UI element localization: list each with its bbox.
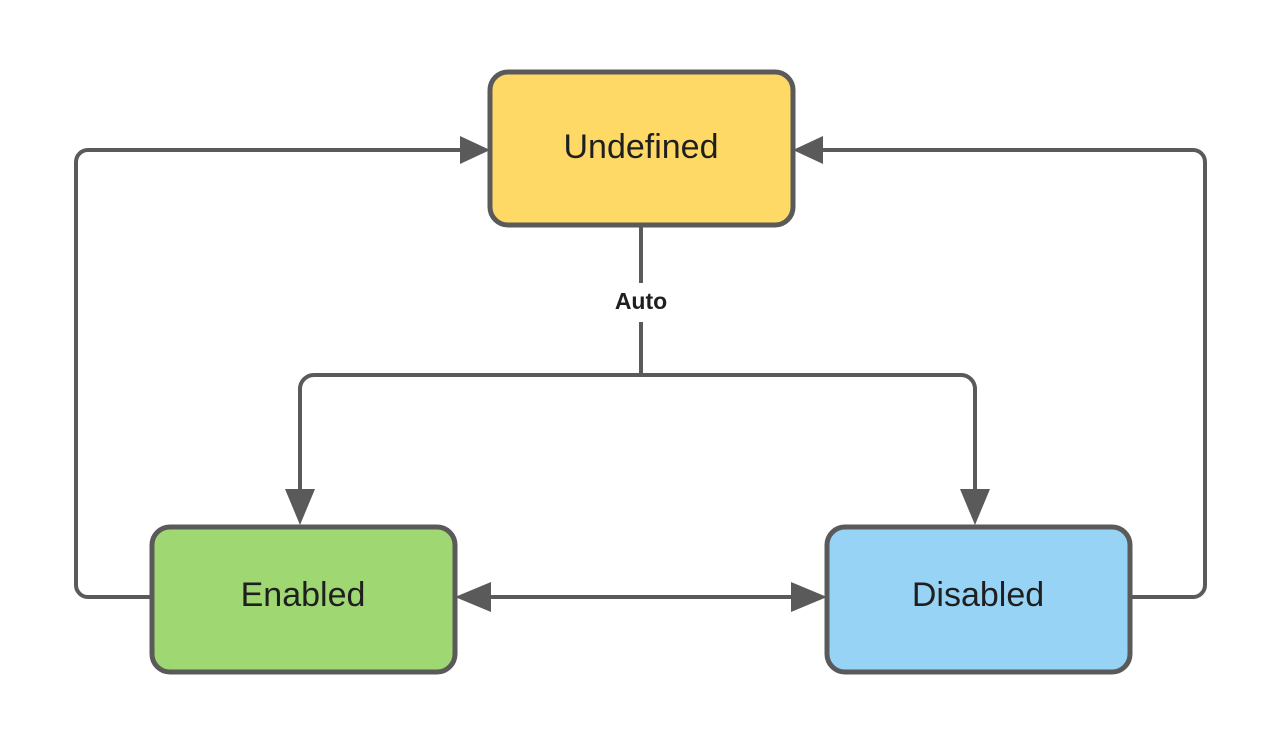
arrowhead-into-undefined-right <box>793 136 823 164</box>
node-disabled-label: Disabled <box>912 576 1044 614</box>
edge-label-auto-group: Auto <box>596 284 686 321</box>
edge-undefined-auto-split[interactable] <box>285 225 990 525</box>
edge-enabled-to-undefined[interactable] <box>74 136 490 599</box>
edge-auto-branch-left <box>298 373 641 495</box>
arrowhead-into-enabled-top <box>285 489 315 525</box>
edge-label-auto: Auto <box>615 288 667 314</box>
edge-disabled-to-undefined-path <box>811 148 1207 599</box>
node-undefined[interactable]: Undefined <box>487 69 796 228</box>
node-enabled[interactable]: Enabled <box>149 524 458 675</box>
node-disabled[interactable]: Disabled <box>824 524 1133 675</box>
edge-enabled-to-undefined-path <box>74 148 472 599</box>
node-undefined-shape <box>487 69 796 228</box>
edge-enabled-disabled-bidirectional[interactable] <box>455 582 827 612</box>
edge-label-auto-backdrop <box>596 284 686 321</box>
arrowhead-into-disabled-top <box>960 489 990 525</box>
node-undefined-label: Undefined <box>563 128 718 166</box>
edge-auto-branch-right <box>641 373 977 495</box>
node-enabled-shape <box>149 524 458 675</box>
arrowhead-into-disabled-left <box>791 582 827 612</box>
node-disabled-shape <box>824 524 1133 675</box>
edge-disabled-to-undefined[interactable] <box>793 136 1207 599</box>
node-enabled-label: Enabled <box>241 576 366 614</box>
arrowhead-into-undefined-left <box>460 136 490 164</box>
arrowhead-into-enabled-right <box>455 582 491 612</box>
